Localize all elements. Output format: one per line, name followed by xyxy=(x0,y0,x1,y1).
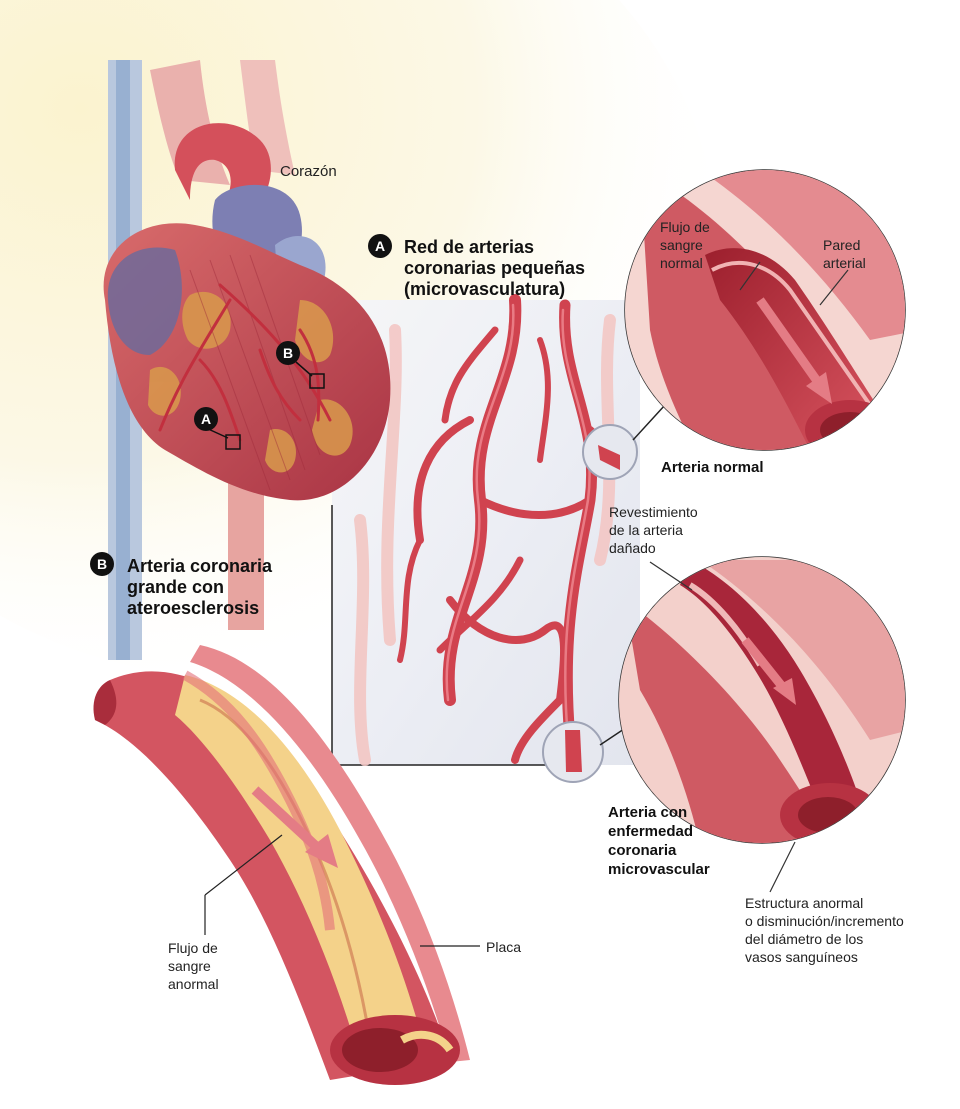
diseased-artery-title: Arteria con enfermedad coronaria microva… xyxy=(608,804,710,878)
heart-label: Corazón xyxy=(280,163,337,180)
normal-artery-title: Arteria normal xyxy=(661,459,764,476)
damaged-lining-label: Revestimiento de la arteria dañado xyxy=(609,504,698,556)
abnormal-flow-label: Flujo de sangre anormal xyxy=(168,940,219,992)
section-a-marker: A xyxy=(368,234,392,258)
heart-marker-a: A xyxy=(194,407,218,431)
normal-flow-label: Flujo de sangre normal xyxy=(660,219,710,271)
section-a-title: Red de arterias coronarias pequeñas (mic… xyxy=(404,237,586,299)
arterial-wall-label: Pared arterial xyxy=(823,237,866,271)
heart-marker-b: B xyxy=(276,341,300,365)
plaque-label: Placa xyxy=(486,939,522,955)
section-b-title: Arteria coronaria grande con ateroescler… xyxy=(127,556,273,618)
section-b-marker: B xyxy=(90,552,114,576)
abnormal-structure-label: Estructura anormal o disminución/increme… xyxy=(745,895,904,965)
